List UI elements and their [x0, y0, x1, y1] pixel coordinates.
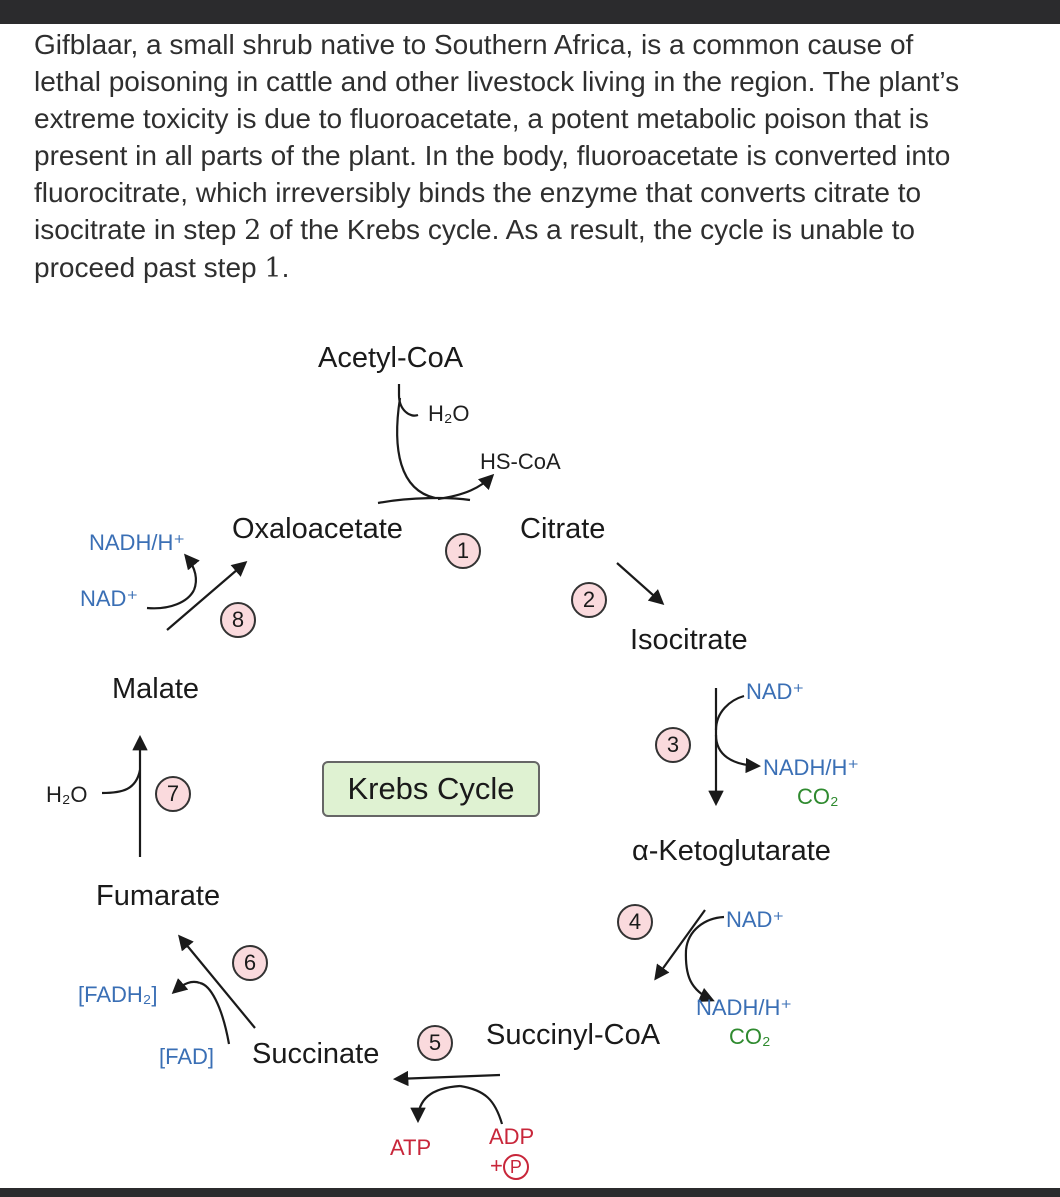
- passage-line: isocitrate in step 2 of the Krebs cycle.…: [34, 211, 1034, 249]
- bottom-bar: [0, 1188, 1060, 1197]
- top-bar: [0, 0, 1060, 24]
- step-8-badge: 8: [220, 602, 256, 638]
- passage-line: lethal poisoning in cattle and other liv…: [34, 66, 960, 97]
- step-1-badge: 1: [445, 533, 481, 569]
- diagram-title-box: Krebs Cycle: [322, 761, 540, 817]
- cofactor-step5-phosphate: +P: [490, 1153, 529, 1181]
- arrow-step1-hscoa: [437, 473, 495, 501]
- arrow-step4-nad: [684, 915, 725, 951]
- metabolite-oxaloacetate: Oxaloacetate: [232, 513, 403, 545]
- cofactor-step4-nadh: NADH/H⁺: [696, 995, 792, 1020]
- step-number-ref: 2: [244, 215, 262, 246]
- step-3-badge: 3: [655, 727, 691, 763]
- cofactor-step4-nad: NAD⁺: [726, 907, 785, 932]
- arrow-step6-main: [178, 934, 256, 1029]
- cofactor-step1-hscoa: HS-CoA: [480, 449, 561, 474]
- arrow-step8-main: [166, 560, 248, 631]
- step-6-badge: 6: [232, 945, 268, 981]
- arrow-step3-nad: [714, 694, 745, 731]
- cofactor-step8-nadh: NADH/H⁺: [89, 530, 185, 555]
- step-7-badge: 7: [155, 776, 191, 812]
- step-2-badge: 2: [571, 582, 607, 618]
- metabolite-ketoglutarate: α-Ketoglutarate: [632, 835, 831, 867]
- arrow-step1-main: [377, 496, 471, 505]
- passage-text: of the Krebs cycle. As a result, the cyc…: [261, 214, 915, 245]
- cofactor-step1-h2o: H₂O: [428, 401, 470, 426]
- passage-text: isocitrate in step: [34, 214, 245, 245]
- arrow-step1-acetyl: [397, 384, 419, 417]
- arrow-step3-nadh: [714, 734, 762, 774]
- cofactor-step7-h2o: H₂O: [46, 782, 88, 807]
- passage-line: fluorocitrate, which irreversibly binds …: [34, 177, 922, 208]
- step-4-badge: 4: [617, 904, 653, 940]
- metabolite-isocitrate: Isocitrate: [630, 624, 748, 656]
- arrow-step1-curve: [396, 397, 436, 500]
- metabolite-fumarate: Fumarate: [96, 880, 221, 912]
- metabolite-acetyl-coa: Acetyl-CoA: [318, 342, 464, 374]
- step-number-ref: 1: [264, 253, 282, 284]
- cofactor-step8-nad: NAD⁺: [80, 586, 139, 611]
- plus-sign: +: [490, 1153, 503, 1178]
- arrow-step5-atp: [410, 1084, 461, 1124]
- passage-line: proceed past step 1.: [34, 249, 1034, 287]
- cofactor-step5-adp: ADP: [489, 1124, 535, 1149]
- metabolite-malate: Malate: [112, 673, 200, 705]
- phosphate-circle-icon: P: [502, 1154, 529, 1181]
- arrow-step5-adp: [459, 1084, 504, 1125]
- arrow-step7-h2o: [101, 769, 142, 795]
- question-passage: Gifblaar, a small shrub native to Southe…: [34, 26, 1034, 287]
- passage-text: .: [281, 252, 290, 283]
- cofactor-step3-co2: CO₂: [797, 784, 839, 809]
- arrow-step4-nadh: [684, 949, 715, 1002]
- passage-line: present in all parts of the plant. In th…: [34, 140, 951, 171]
- arrow-step2: [616, 562, 665, 606]
- cofactor-step4-co2: CO₂: [729, 1024, 771, 1049]
- passage-line: Gifblaar, a small shrub native to Southe…: [34, 29, 914, 60]
- cofactor-step3-nadh: NADH/H⁺: [763, 755, 859, 780]
- arrow-step6-fadh2: [171, 978, 201, 995]
- arrow-step5-main: [392, 1070, 501, 1087]
- passage-line: extreme toxicity is due to fluoroacetate…: [34, 103, 929, 134]
- arrow-step8-nadh: [184, 553, 200, 591]
- passage-text: proceed past step: [34, 252, 265, 283]
- arrow-step6-fad: [199, 981, 231, 1045]
- metabolite-citrate: Citrate: [520, 513, 606, 545]
- cofactor-step3-nad: NAD⁺: [746, 679, 805, 704]
- arrow-step4-main: [654, 909, 706, 981]
- metabolite-succinyl-coa: Succinyl-CoA: [486, 1019, 661, 1051]
- metabolite-succinate: Succinate: [252, 1038, 380, 1070]
- step-5-badge: 5: [417, 1025, 453, 1061]
- cofactor-step6-fad: [FAD]: [159, 1044, 215, 1069]
- arrow-step8-nad: [146, 589, 195, 610]
- cofactor-step5-atp: ATP: [390, 1135, 432, 1160]
- cofactor-step6-fadh2: [FADH₂]: [78, 982, 158, 1007]
